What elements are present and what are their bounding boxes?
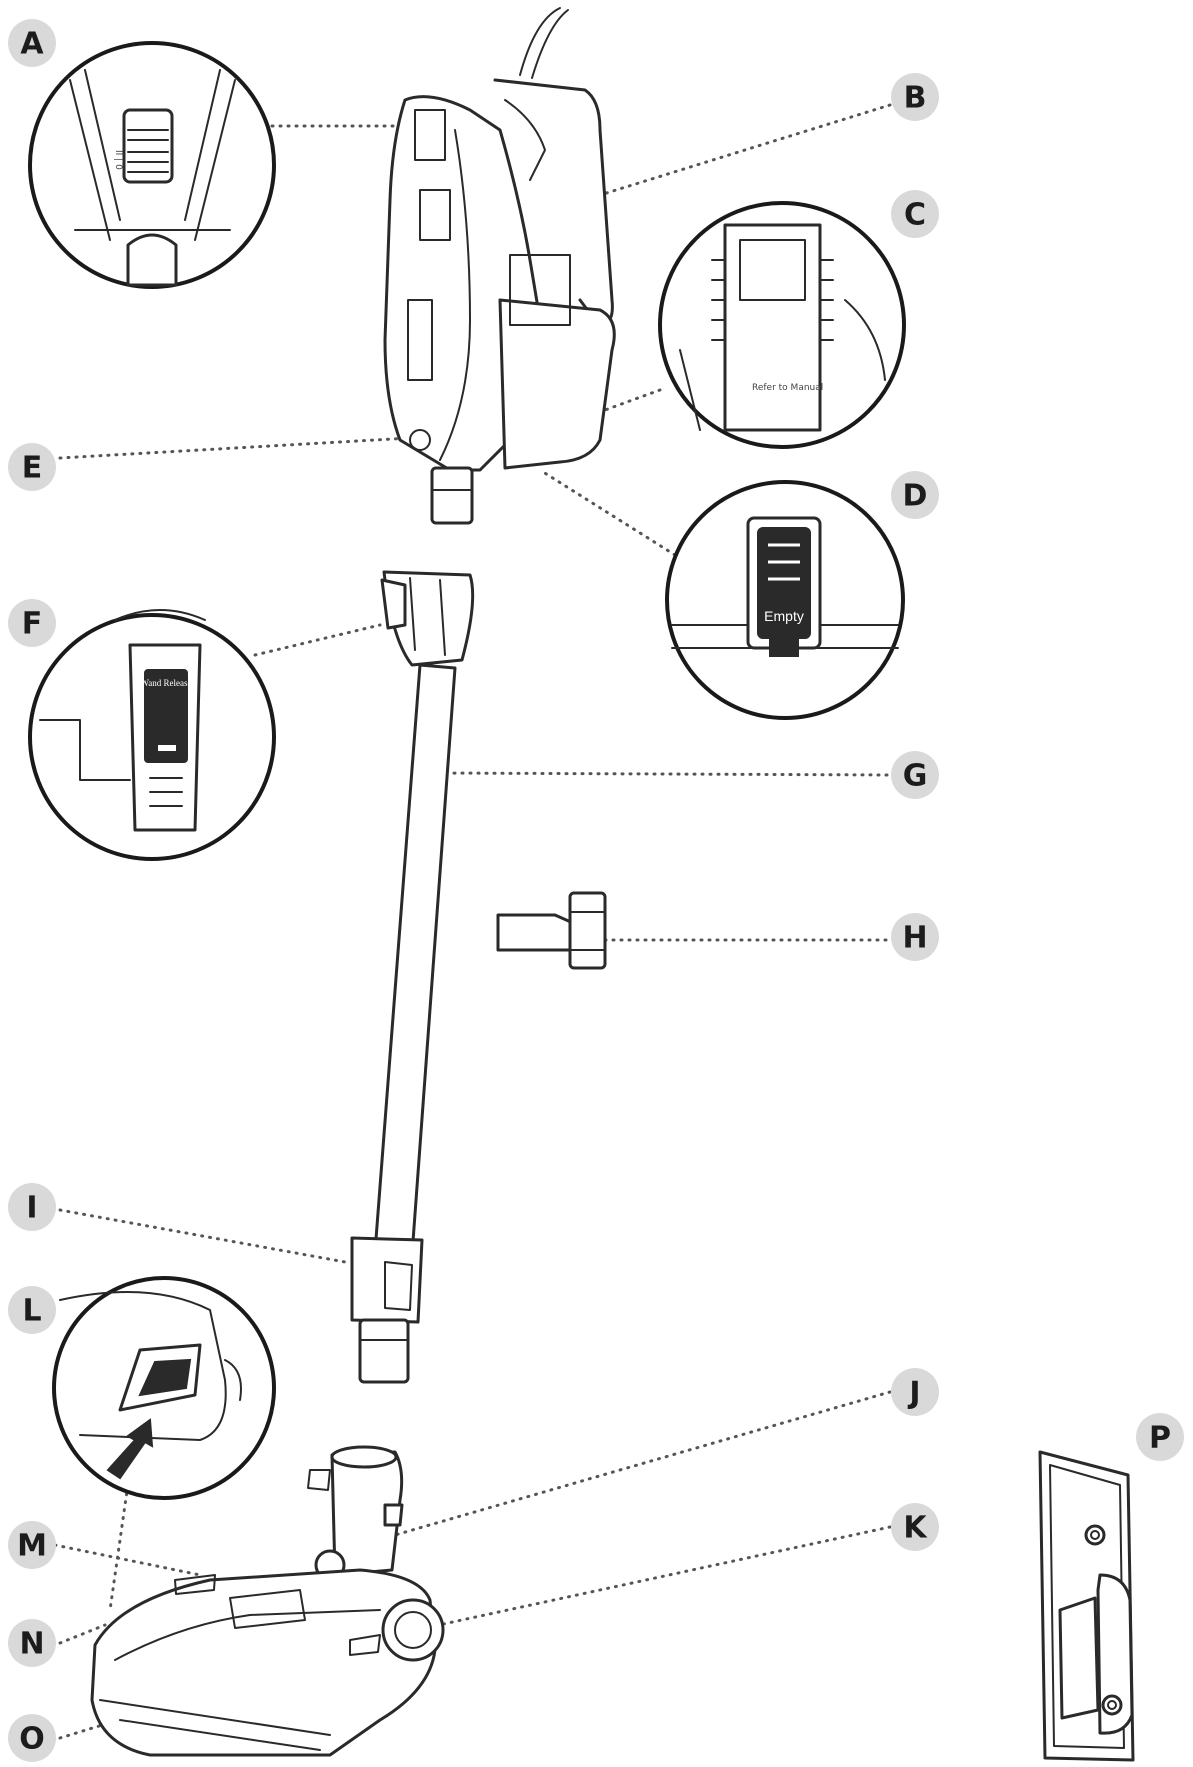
leader-line-d [538, 468, 677, 557]
callout-j: J [891, 1368, 939, 1416]
callout-i-letter: I [26, 1191, 37, 1226]
leader-line-i [58, 1208, 347, 1264]
callout-e-letter: E [22, 451, 43, 486]
leader-line-g [436, 771, 892, 777]
empty-button-label: Empty [764, 608, 804, 624]
callout-m: M [8, 1521, 56, 1569]
callout-p-letter: P [1149, 1421, 1171, 1456]
callout-badges: A B C D E F G H [8, 19, 1184, 1762]
detail-c-filter: Refer to Manual [658, 201, 906, 449]
leader-line-b [598, 103, 892, 197]
callout-a-letter: A [20, 27, 44, 62]
callout-h-letter: H [902, 921, 927, 956]
filter-note: Refer to Manual [752, 383, 823, 393]
callout-b: B [891, 73, 939, 121]
leader-line-f [253, 623, 382, 657]
wall-mount [1038, 1450, 1135, 1762]
callout-e: E [8, 443, 56, 491]
leader-line-k [423, 1525, 892, 1630]
callout-k: K [891, 1503, 939, 1551]
callout-f-letter: F [22, 607, 43, 642]
callout-o: O [8, 1714, 56, 1762]
leader-line-j [393, 1390, 892, 1537]
callout-g: G [891, 751, 939, 799]
floor-nozzle [90, 1445, 445, 1757]
wand [350, 570, 475, 1384]
callout-l-letter: L [22, 1294, 41, 1329]
detail-a-power-switch: II | 0 [28, 41, 276, 289]
callout-o-letter: O [19, 1722, 45, 1757]
leader-line-m [53, 1543, 202, 1577]
callout-b-letter: B [904, 81, 927, 116]
callout-i: I [8, 1183, 56, 1231]
accessory-tool [496, 891, 607, 970]
callout-l: L [8, 1286, 56, 1334]
power-switch-marks: II | 0 [113, 150, 123, 170]
callout-d: D [891, 471, 939, 519]
callout-n: N [8, 1619, 56, 1667]
callout-h: H [891, 913, 939, 961]
handheld-unit [383, 7, 616, 525]
callout-a: A [8, 19, 56, 67]
leader-line-e [58, 436, 412, 460]
callout-c: C [891, 190, 939, 238]
callout-p: P [1136, 1413, 1184, 1461]
callout-n-letter: N [19, 1627, 44, 1662]
callout-c-letter: C [904, 198, 926, 233]
detail-d-dust-cup-release: Empty [665, 480, 905, 720]
callout-m-letter: M [17, 1529, 47, 1564]
leader-lines [53, 103, 892, 1740]
detail-f-wand-release: Wand Release [28, 609, 276, 861]
detail-l-nozzle-button [52, 1276, 276, 1500]
callout-f: F [8, 599, 56, 647]
callout-d-letter: D [903, 479, 928, 514]
callout-k-letter: K [903, 1511, 928, 1546]
leader-line-c [603, 388, 662, 412]
callout-g-letter: G [903, 759, 928, 794]
leader-line-n [58, 1623, 107, 1645]
wand-release-label: Wand Release [140, 678, 191, 688]
callout-j-letter: J [907, 1376, 920, 1411]
